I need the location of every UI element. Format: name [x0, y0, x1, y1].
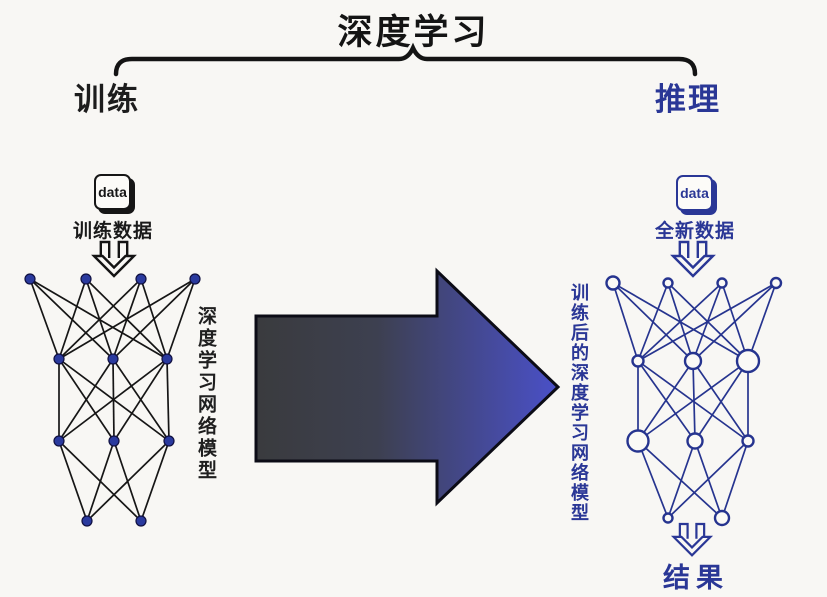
network-node	[53, 353, 65, 365]
network-node	[626, 429, 650, 453]
network-edge	[637, 282, 669, 362]
network-edge	[58, 278, 196, 360]
network-edge	[58, 278, 142, 360]
inference-model-caption: 训练后的深度学习网络模型	[569, 283, 589, 523]
network-node	[716, 277, 728, 289]
neural-network-training	[24, 273, 201, 527]
transform-arrow	[254, 267, 561, 507]
network-edge	[86, 440, 170, 522]
network-edge	[29, 278, 168, 360]
network-node	[631, 354, 645, 368]
result-down-arrow	[670, 522, 714, 557]
network-node	[189, 273, 201, 285]
network-edge	[637, 282, 723, 362]
network-edge	[58, 358, 114, 442]
training-data-icon: data	[94, 174, 131, 210]
network-edge	[747, 282, 777, 362]
inference-data-caption: 全新数据	[654, 221, 735, 242]
network-edge	[692, 282, 777, 362]
network-node	[735, 348, 761, 374]
network-node	[161, 353, 173, 365]
network-edge	[612, 282, 639, 362]
network-edge	[58, 440, 88, 522]
network-edge	[112, 278, 196, 360]
network-node	[107, 353, 119, 365]
inference-data-icon: data	[676, 175, 713, 211]
network-edge	[29, 278, 60, 360]
network-edge	[667, 440, 749, 519]
network-edge	[166, 278, 196, 360]
neural-network-inference	[605, 275, 783, 527]
network-node	[108, 435, 120, 447]
network-edge	[140, 440, 170, 522]
network-edge	[637, 360, 749, 442]
training-data-caption: 训练数据	[72, 221, 153, 242]
network-node	[769, 276, 783, 290]
result-label: 结果	[663, 563, 729, 593]
network-node	[605, 275, 621, 291]
brace	[113, 42, 698, 77]
network-node	[80, 273, 92, 285]
network-edge	[58, 278, 87, 360]
network-edge	[58, 358, 168, 442]
network-edge	[637, 282, 777, 362]
network-edge	[694, 360, 749, 442]
network-node	[662, 512, 674, 524]
page-title: 深度学习	[337, 13, 490, 52]
network-node	[686, 432, 704, 450]
network-edge	[721, 440, 749, 519]
inference-data-icon-label: data	[680, 185, 709, 201]
inference-data-down-arrow	[670, 240, 716, 278]
network-edge	[29, 278, 114, 360]
network-edge	[667, 440, 696, 519]
network-node	[24, 273, 36, 285]
inference-section-label: 推理	[655, 82, 721, 117]
training-data-down-arrow	[91, 240, 137, 278]
training-model-caption: 深度学习网络模型	[195, 306, 216, 482]
network-node	[713, 509, 731, 527]
training-data-icon-label: data	[98, 184, 127, 200]
network-node	[53, 435, 65, 447]
network-node	[81, 515, 93, 527]
network-node	[662, 277, 674, 289]
network-edge	[637, 440, 723, 519]
training-section-label: 训练	[74, 82, 140, 117]
network-node	[135, 273, 147, 285]
network-edge	[637, 360, 694, 442]
network-edge	[113, 358, 168, 442]
network-node	[741, 434, 755, 448]
network-edge	[637, 440, 669, 519]
network-node	[163, 435, 175, 447]
network-node	[135, 515, 147, 527]
network-edge	[166, 358, 170, 442]
network-edge	[86, 440, 115, 522]
network-node	[683, 351, 703, 371]
